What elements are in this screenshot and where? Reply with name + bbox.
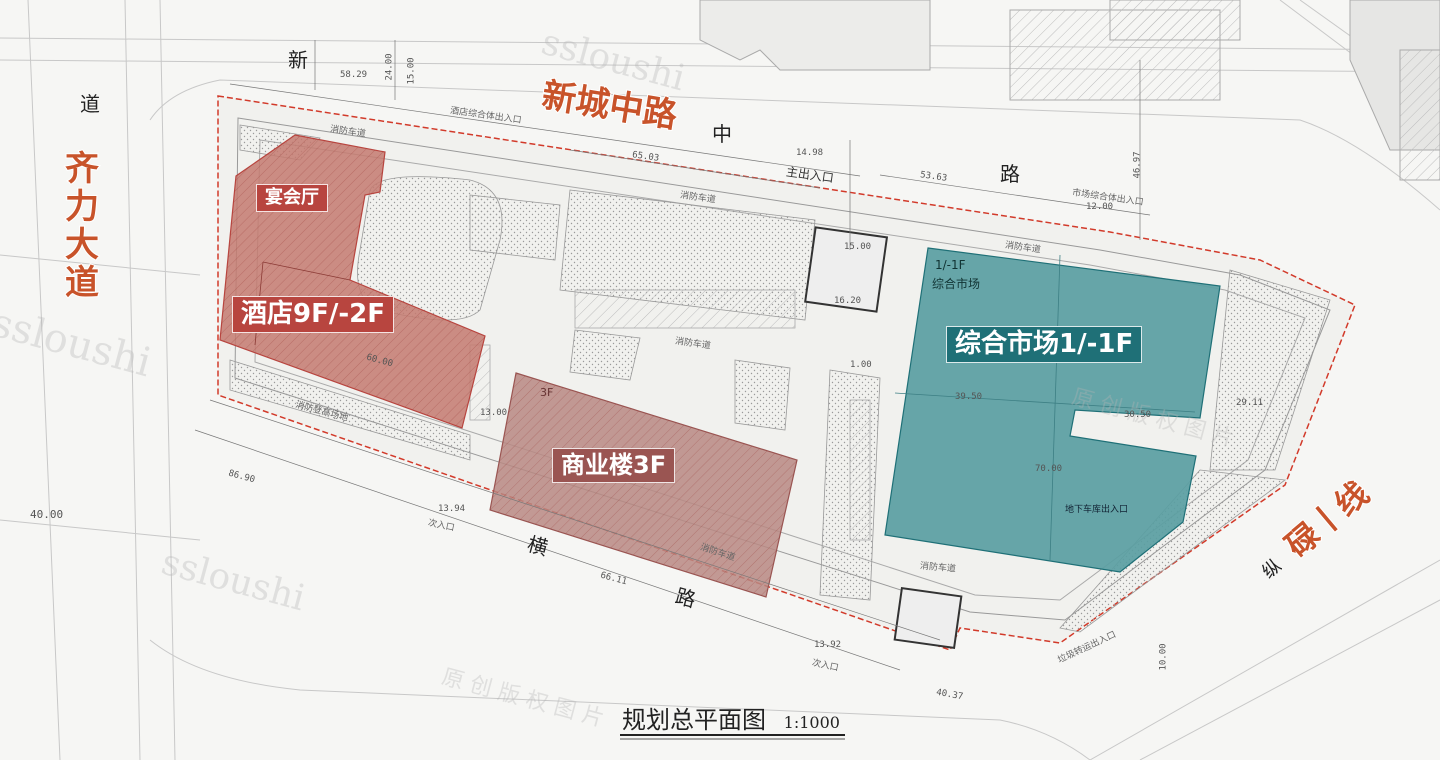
dim-17: 39.50 bbox=[955, 392, 983, 402]
dim-21: 29.11 bbox=[1236, 398, 1264, 408]
drawing-title: 规划总平面图 1:1000 bbox=[622, 700, 840, 735]
drawing-scale: 1:1000 bbox=[783, 713, 840, 732]
dim-2: 24.00 bbox=[384, 53, 395, 81]
commercial-label: 商业楼3F bbox=[552, 448, 676, 483]
utility-building-south bbox=[893, 586, 963, 650]
dim-3: 15.00 bbox=[406, 57, 417, 85]
market-note-2: 综合市场 bbox=[932, 277, 981, 291]
dim-9: 40.00 bbox=[30, 508, 64, 521]
drawing-title-text: 规划总平面图 bbox=[622, 706, 766, 734]
road-char-west: 道 bbox=[80, 92, 100, 116]
dim-8: 46.97 bbox=[1132, 151, 1143, 179]
dim-16: 70.00 bbox=[1035, 464, 1063, 474]
banquet-hall-label: 宴会厅 bbox=[256, 184, 328, 212]
dim-11: 13.94 bbox=[438, 504, 466, 514]
market-building bbox=[884, 247, 1221, 573]
parking-rows bbox=[469, 289, 871, 541]
utility-building-north bbox=[804, 226, 889, 313]
north-existing-buildings bbox=[699, 0, 1440, 181]
road-char-north-2: 路 bbox=[1000, 162, 1020, 186]
dim-20: 10.00 bbox=[1158, 643, 1169, 671]
dim-7: 12.00 bbox=[1086, 202, 1114, 212]
dim-19: 16.20 bbox=[834, 296, 862, 306]
basement-entrance-label: 地下车库出入口 bbox=[1065, 505, 1129, 515]
market-note: 1/-1F bbox=[935, 258, 966, 272]
dim-13: 13.92 bbox=[814, 640, 842, 650]
road-label-west: 齐力大道 bbox=[64, 149, 100, 303]
commercial-note: 3F bbox=[540, 386, 554, 399]
dim-23: 1.00 bbox=[850, 360, 872, 370]
dim-5: 14.98 bbox=[796, 148, 824, 158]
dim-18: 15.00 bbox=[844, 242, 872, 252]
hotel-label: 酒店9F/-2F bbox=[232, 296, 394, 334]
dim-1: 58.29 bbox=[340, 70, 368, 80]
road-char-north-1: 中 bbox=[712, 122, 732, 146]
dim-24: 13.00 bbox=[480, 408, 508, 418]
dimension-lines bbox=[194, 40, 1151, 671]
market-label: 综合市场1/-1F bbox=[946, 326, 1143, 364]
dim-15: 30.50 bbox=[1124, 410, 1152, 420]
road-char-new: 新 bbox=[288, 48, 308, 72]
